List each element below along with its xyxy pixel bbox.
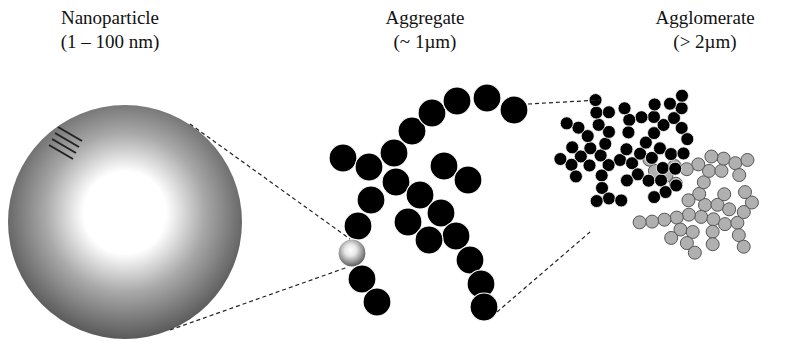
black-particle: [583, 159, 596, 172]
primary-particle: [473, 84, 501, 112]
primary-particle: [329, 144, 357, 172]
black-particle: [566, 141, 579, 154]
grey-particle: [670, 211, 683, 224]
size-range: (1 – 100 nm): [61, 30, 160, 54]
black-particle: [602, 106, 615, 119]
primary-particle: [500, 96, 528, 124]
black-particle: [623, 113, 636, 126]
agglomerate-cluster: [554, 89, 759, 259]
grey-particle: [695, 210, 708, 223]
black-particle: [595, 169, 608, 182]
black-particle: [648, 191, 661, 204]
primary-particle: [454, 166, 482, 194]
lattice-lines: [49, 127, 82, 159]
black-particle: [635, 111, 648, 124]
black-particle: [599, 137, 612, 150]
grey-particle: [737, 240, 750, 253]
black-particle: [572, 121, 585, 134]
grey-particle: [739, 186, 752, 199]
primary-particle: [443, 87, 471, 115]
black-particle: [618, 102, 631, 115]
grey-particle: [706, 225, 719, 238]
primary-particle: [415, 226, 443, 254]
black-particle: [590, 195, 603, 208]
black-particle: [681, 133, 694, 146]
grey-particle: [718, 188, 731, 201]
black-particle: [560, 117, 573, 130]
size-range: (> 2µm): [655, 30, 755, 54]
black-particle: [675, 102, 688, 115]
black-particle: [647, 110, 660, 123]
primary-particle: [338, 239, 366, 267]
part-name: Agglomerate: [655, 6, 755, 30]
agglomerate-label: Agglomerate(> 2µm): [649, 4, 761, 56]
size-range: (~ 1µm): [385, 30, 465, 54]
black-particle: [648, 98, 661, 111]
black-particle: [665, 148, 678, 161]
grey-particle: [682, 194, 695, 207]
primary-particle: [442, 222, 470, 250]
primary-particle: [380, 139, 408, 167]
grey-particle: [718, 218, 731, 231]
black-particle: [602, 192, 615, 205]
primary-particle: [418, 99, 446, 127]
black-particle: [615, 194, 628, 207]
grey-particle: [741, 153, 754, 166]
black-particle: [655, 174, 668, 187]
primary-particle: [430, 152, 458, 180]
black-particle: [663, 97, 676, 110]
aggregate-cluster: [329, 84, 528, 321]
part-name: Aggregate: [385, 6, 465, 30]
part-name: Nanoparticle: [61, 6, 160, 30]
nanoparticle-label: Nanoparticle(1 – 100 nm): [55, 4, 166, 56]
black-particle: [590, 106, 603, 119]
grey-particle: [715, 164, 728, 177]
grey-particle: [705, 150, 718, 163]
black-particle: [620, 143, 633, 156]
black-particle: [622, 126, 635, 139]
grey-particle: [706, 238, 719, 251]
black-particle: [669, 162, 682, 175]
black-particle: [569, 170, 582, 183]
primary-particle: [363, 288, 391, 316]
zoom-lines: [170, 100, 600, 330]
grey-particle: [633, 216, 646, 229]
primary-particle: [344, 212, 372, 240]
black-particle: [620, 174, 633, 187]
black-particle: [675, 89, 688, 102]
aggregate-label: Aggregate(~ 1µm): [379, 4, 471, 56]
primary-particle: [355, 153, 383, 181]
grey-particle: [658, 213, 671, 226]
black-particle: [677, 147, 690, 160]
black-particle: [656, 162, 669, 175]
primary-particle: [357, 186, 385, 214]
grey-particle: [733, 169, 746, 182]
black-particle: [642, 174, 655, 187]
grey-particle: [717, 152, 730, 165]
grey-particle: [723, 203, 736, 216]
black-particle: [670, 179, 683, 192]
nanoparticle-sphere: [8, 105, 242, 339]
grey-particle: [646, 215, 659, 228]
black-particle: [554, 153, 567, 166]
grey-particle: [682, 208, 695, 221]
grey-particle: [665, 231, 678, 244]
grey-particle: [688, 246, 701, 259]
grey-particle: [729, 157, 742, 170]
grey-particle: [680, 163, 693, 176]
primary-particle: [470, 293, 498, 321]
black-particle: [592, 118, 605, 131]
